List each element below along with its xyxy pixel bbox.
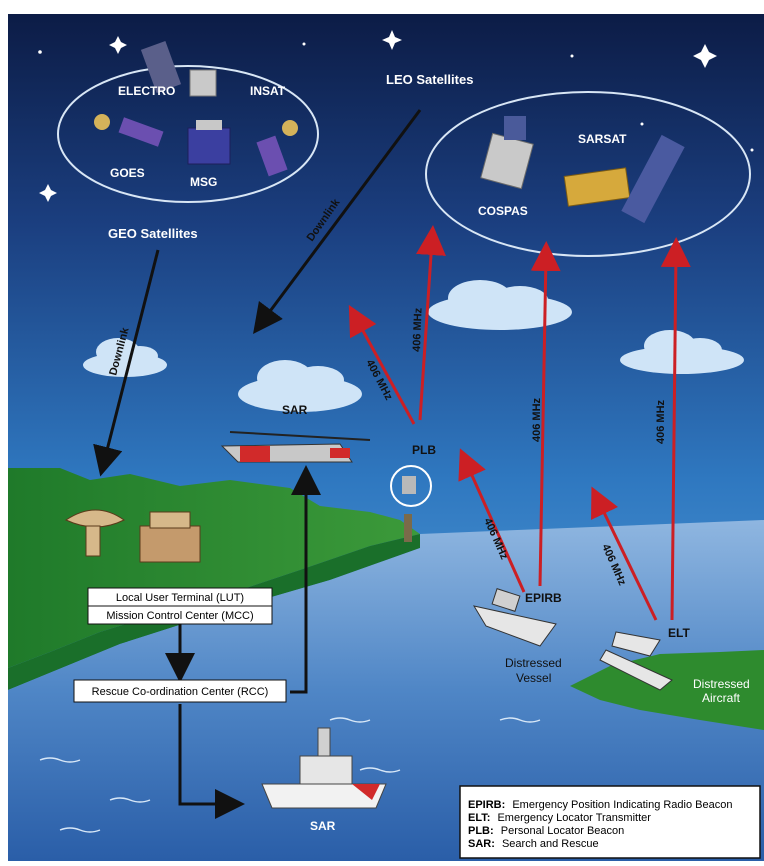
plb-device-icon [402,476,416,494]
label-406-plb-up: 406 MHz [411,307,425,352]
label-406-epirb-up: 406 MHz [531,397,543,442]
label-plb: PLB [412,443,436,457]
label-sar-helicopter: SAR [282,403,308,417]
label-rcc: Rescue Co-ordination Center (RCC) [92,686,269,698]
label-sar-ship: SAR [310,819,336,833]
legend-key: EPIRB: [468,799,505,811]
legend-row-epirb: EPIRB: Emergency Position Indicating Rad… [468,799,732,811]
label-electro: ELECTRO [118,84,175,98]
label-lut: Local User Terminal (LUT) [116,592,244,604]
label-distressed-aircraft-1: Distressed [693,677,750,691]
legend-value: Emergency Position Indicating Radio Beac… [512,799,732,811]
label-geo-satellites: GEO Satellites [108,226,198,241]
label-distressed-vessel-1: Distressed [505,656,562,670]
star-icon [751,149,754,152]
legend-value: Search and Rescue [502,838,599,850]
star-icon [641,123,644,126]
label-distressed-aircraft-2: Aircraft [702,691,741,705]
star-icon [38,50,42,54]
legend-key: SAR: [468,838,495,850]
label-epirb: EPIRB [525,591,562,605]
label-elt: ELT [668,626,690,640]
label-distressed-vessel-2: Vessel [516,671,551,685]
legend-value: Personal Locator Beacon [501,825,625,837]
label-insat: INSAT [250,84,286,98]
star-icon [571,55,574,58]
legend-row-plb: PLB: Personal Locator Beacon [468,825,624,837]
legend-key: ELT: [468,812,490,824]
legend-value: Emergency Locator Transmitter [497,812,651,824]
label-cospas: COSPAS [478,204,528,218]
lut-mcc-box: Local User Terminal (LUT) Mission Contro… [88,588,272,624]
label-mcc: Mission Control Center (MCC) [106,610,253,622]
label-msg: MSG [190,175,217,189]
rcc-box: Rescue Co-ordination Center (RCC) [74,680,286,702]
legend-key: PLB: [468,825,494,837]
label-406-elt-up: 406 MHz [655,399,667,444]
label-leo-satellites: LEO Satellites [386,72,473,87]
star-icon [303,43,306,46]
label-goes: GOES [110,166,145,180]
legend-row-sar: SAR: Search and Rescue [468,838,599,850]
legend: EPIRB: Emergency Position Indicating Rad… [460,786,760,858]
label-sarsat: SARSAT [578,132,627,146]
plb-person-icon [404,514,412,542]
